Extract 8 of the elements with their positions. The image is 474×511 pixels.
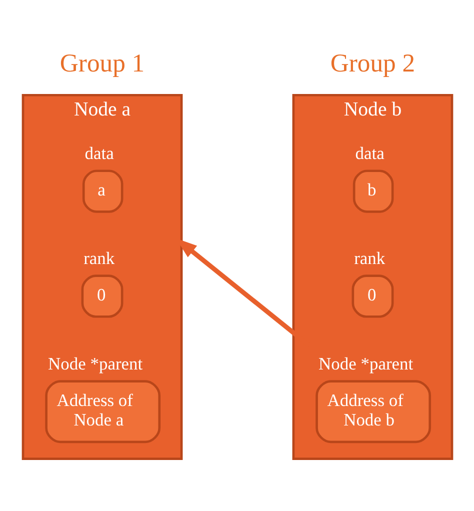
label: Group 2 [330, 48, 415, 77]
label: Group 1 [59, 48, 144, 77]
node-label: Node *parent [318, 353, 413, 374]
node-label: rank [83, 248, 114, 268]
node-label: data [354, 142, 384, 163]
node-label: data [84, 142, 114, 163]
node-label: rank [354, 248, 385, 268]
node-label: Node *parent [48, 353, 142, 374]
